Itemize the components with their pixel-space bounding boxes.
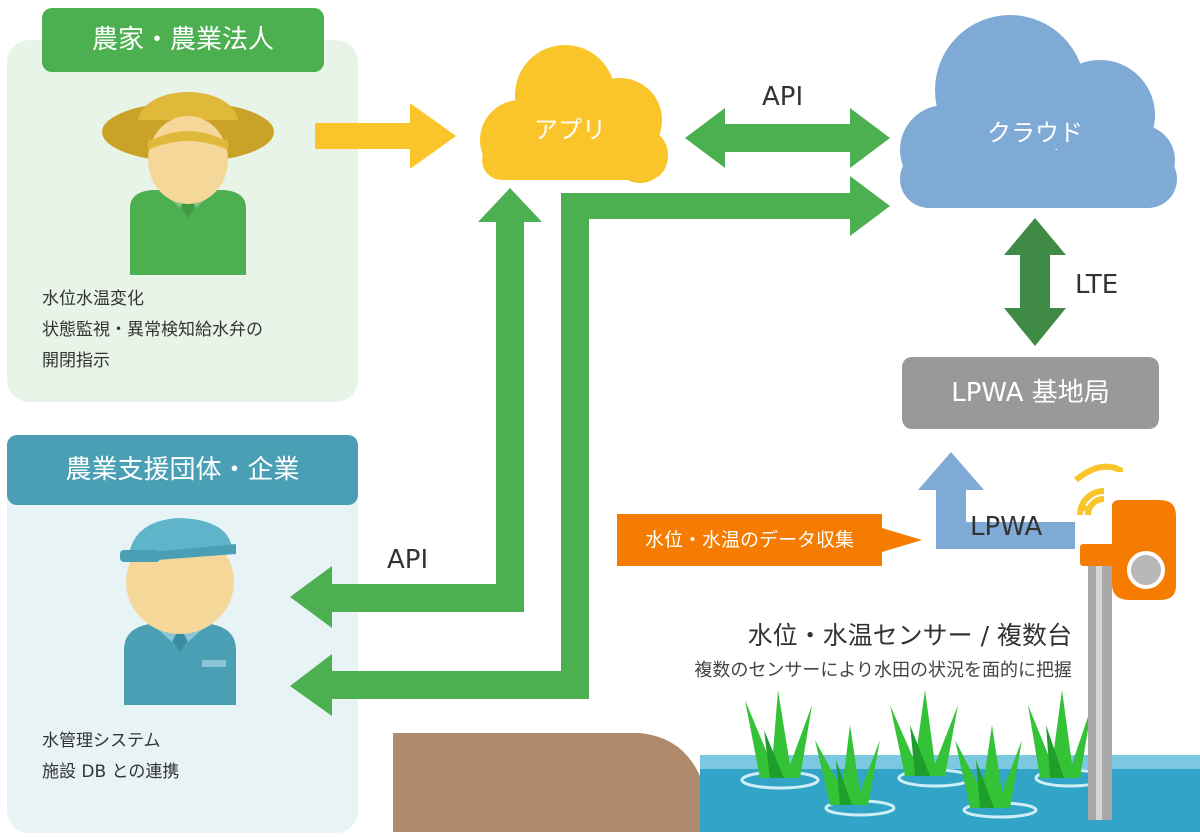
api-left-arrow: [290, 188, 542, 628]
support-note-line: 水管理システム: [42, 731, 161, 751]
support-tag: 農業支援団体・企業: [7, 435, 358, 505]
lte-label: LTE: [1075, 270, 1119, 300]
farmer-note-line: 開閉指示: [42, 351, 110, 371]
api-left-label: API: [387, 545, 429, 575]
app-cloud-shape: [480, 45, 668, 183]
lte-double-arrow: [1004, 218, 1066, 346]
data-collect-callout: [617, 514, 922, 566]
farmer-note: 水位水温変化 状態監視・異常検知給水弁の 開閉指示: [42, 284, 263, 377]
lpwa-arrow: [918, 452, 1075, 549]
sensor-title: 水位・水温センサー / 複数台: [747, 621, 1072, 650]
worker-icon: [120, 518, 236, 705]
sensor-subtitle: 複数のセンサーにより水田の状況を面的に把握: [694, 660, 1072, 681]
api-top-label: API: [762, 82, 804, 112]
rice-plants: [745, 690, 1092, 808]
cloud-label: クラウド: [987, 119, 1083, 147]
lpwa-label: LPWA: [970, 512, 1043, 542]
support-note: 水管理システム 施設 DB との連携: [42, 726, 179, 788]
farmer-icon: [102, 92, 274, 275]
app-cloud-label: アプリ: [534, 116, 606, 144]
farmer-note-line: 水位水温変化: [42, 289, 144, 309]
data-collect-label: 水位・水温のデータ収集: [644, 529, 854, 551]
farmer-to-app-arrow: [315, 103, 456, 169]
api-double-arrow: [685, 108, 890, 168]
farmer-note-line: 状態監視・異常検知給水弁の: [42, 320, 263, 340]
support-note-line: 施設 DB との連携: [42, 762, 180, 782]
base-station-box: [902, 357, 1159, 429]
farmer-tag: 農家・農業法人: [42, 8, 324, 72]
base-station-label: LPWA 基地局: [951, 378, 1110, 408]
sensor-device: [1074, 463, 1176, 820]
soil: [393, 733, 720, 832]
cloud-shape: [900, 15, 1177, 208]
